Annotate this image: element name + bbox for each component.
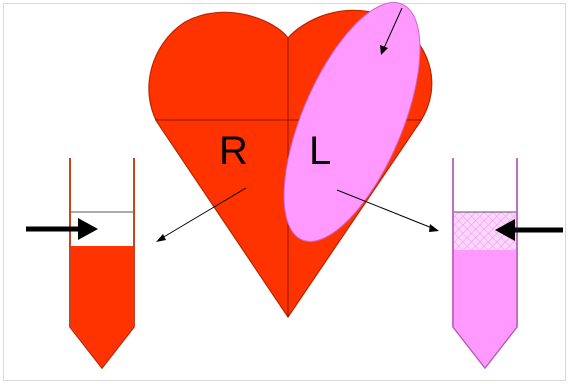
label-left: L: [309, 129, 331, 173]
right-tube-fill: [454, 250, 516, 367]
left-tube-fill: [71, 246, 133, 367]
right-test-tube: [453, 158, 517, 368]
label-right: R: [219, 129, 248, 173]
left-test-tube: [70, 158, 134, 368]
